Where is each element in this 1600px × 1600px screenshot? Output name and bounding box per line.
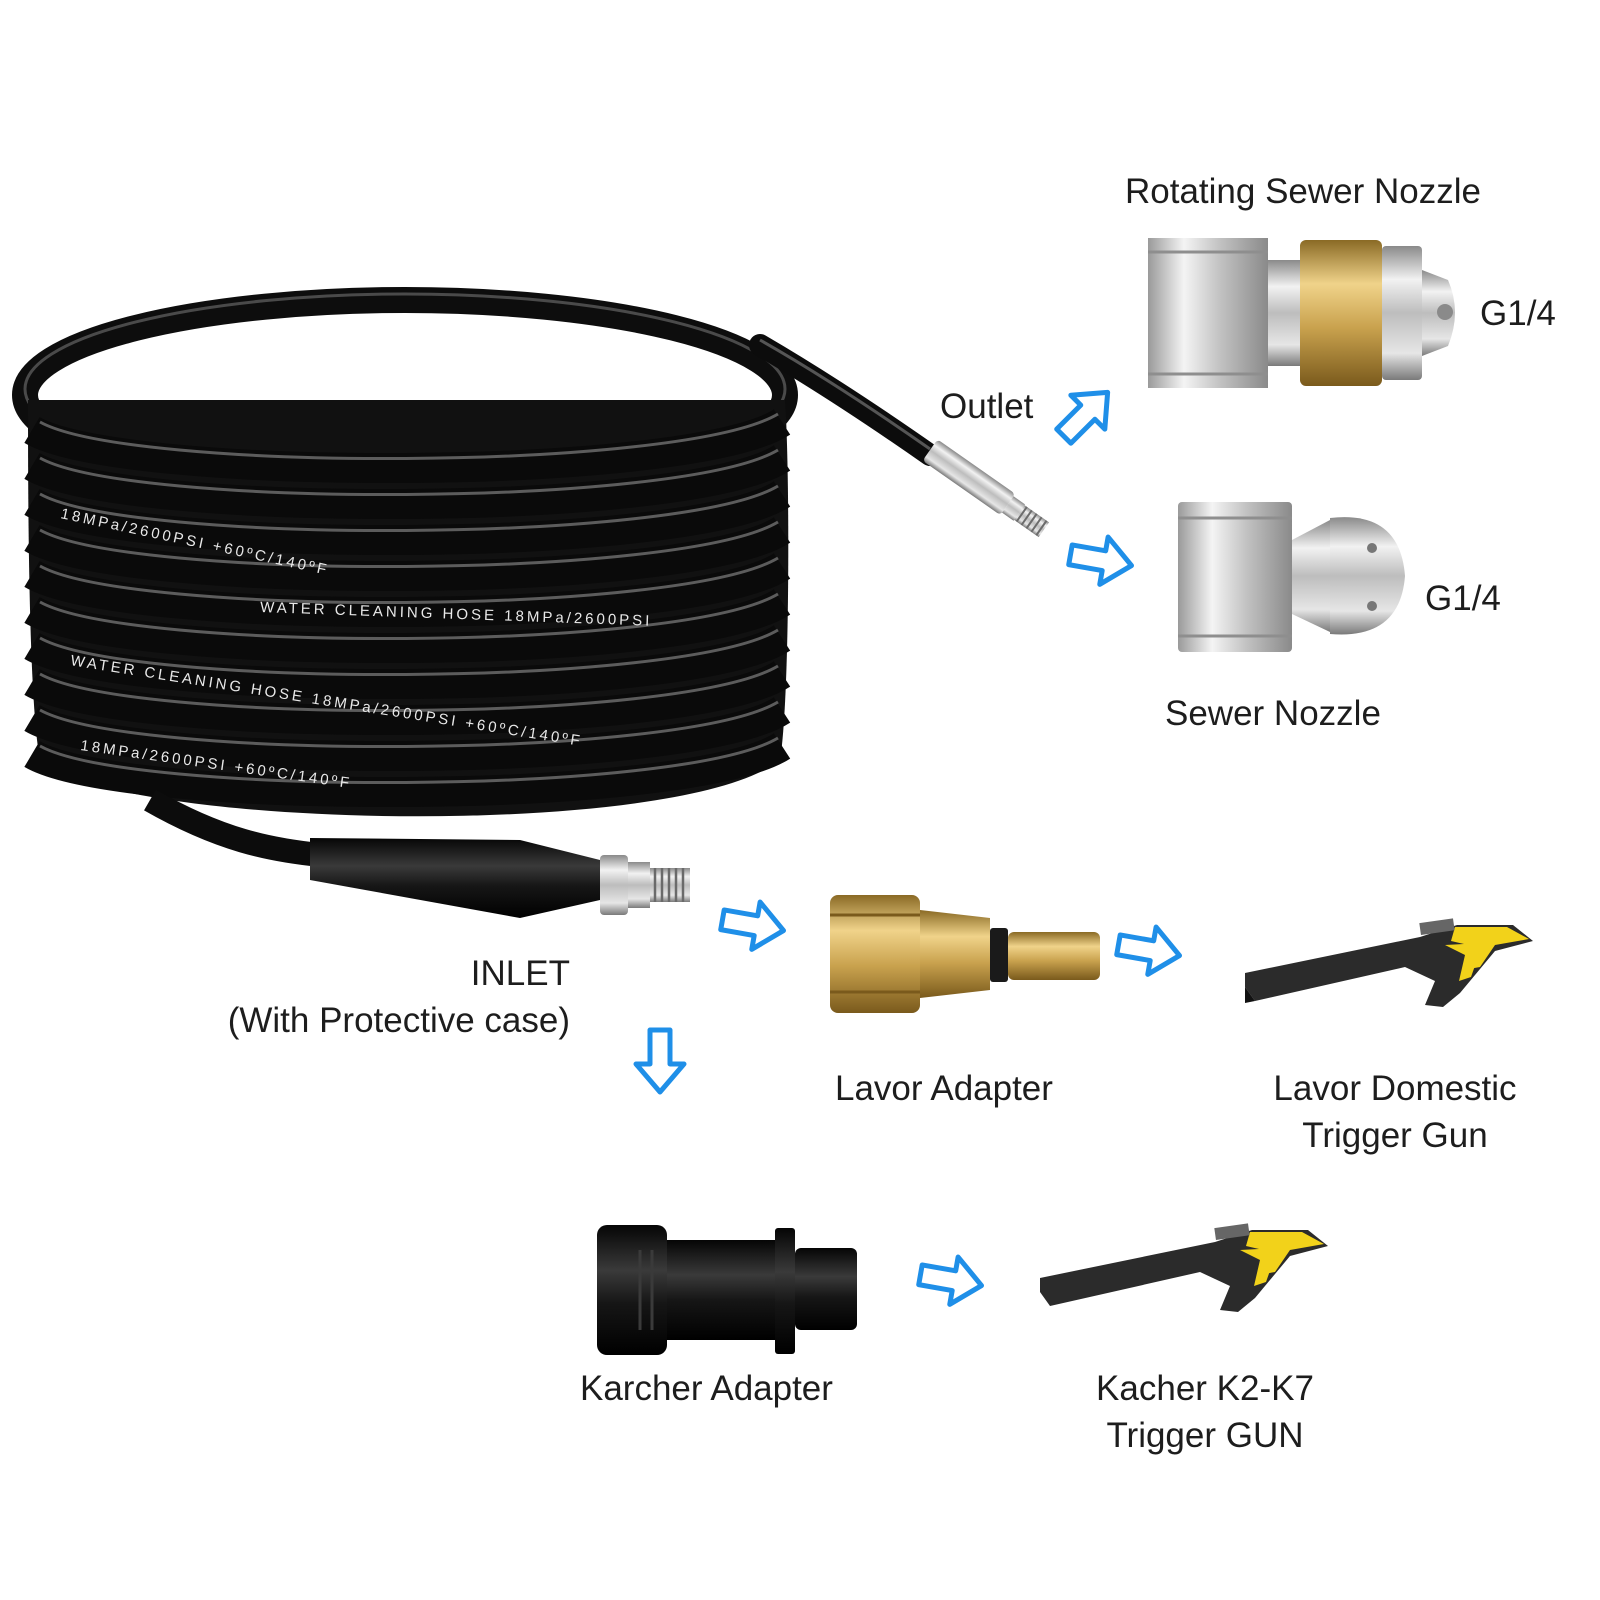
hose-coil-highlight [39,484,779,533]
g14-top-label: G1/4 [1480,294,1556,333]
hose-coil-highlight [39,448,779,497]
hose-coil-ring [24,444,791,520]
hose-coil-highlight [39,628,779,677]
hose-coil-ring [24,732,791,808]
rotating-sewer-nozzle-image [1148,238,1455,388]
hose-coil-highlight [39,736,779,785]
hose-coil-highlight [39,556,779,605]
inlet-label: INLET (With Protective case) [180,950,570,1045]
rotating-sewer-nozzle-label: Rotating Sewer Nozzle [1125,172,1481,211]
lavor-adapter-image [830,895,1100,1013]
inlet-hose-tail [144,789,690,918]
hose-coil-ring [24,480,791,556]
karcher-adapter-label: Karcher Adapter [580,1369,833,1408]
flow-arrow-icon [718,899,787,952]
outlet-label: Outlet [940,387,1034,426]
hose-coil-highlight [39,700,779,749]
flow-arrow-icon [1054,389,1111,446]
hose-coil-ring [24,408,791,484]
hose-coil-highlight [39,412,779,461]
hose-coil-ring [24,552,791,628]
hose-coil-ring [24,696,791,772]
hose-coil-ring [24,624,791,700]
kacher-gun-label-line1: Kacher K2-K7 [1096,1369,1314,1408]
hose-coil-ring [24,516,791,592]
inlet-label-line1: INLET [470,954,570,993]
lavor-gun-label: Lavor Domestic Trigger Gun [1245,1065,1545,1160]
flow-arrows [633,389,1183,1307]
lavor-adapter-label: Lavor Adapter [835,1069,1053,1108]
hose-coil: WATER CLEANING HOSE 18MPa/2600PSI WATER … [12,287,798,817]
hose-coil-highlight [39,664,779,713]
hose-coil-highlight [39,592,779,641]
inlet-label-line2: (With Protective case) [227,1001,570,1041]
sewer-nozzle-image [1178,502,1405,652]
hose-coil-highlight [39,520,779,569]
flow-arrow-icon [1066,534,1135,587]
hose-coil-ring [24,660,791,736]
lavor-trigger-gun-image [1245,918,1533,1007]
karcher-adapter-image [597,1225,857,1355]
flow-arrow-icon [633,1027,687,1095]
kacher-trigger-gun-image [1040,1223,1328,1312]
lavor-gun-label-line1: Lavor Domestic [1273,1069,1517,1108]
hose-coil-ring [24,588,791,664]
outlet-hose-tail [749,334,1050,538]
lavor-gun-label-line2: Trigger Gun [1302,1116,1488,1156]
g14-bottom-label: G1/4 [1425,579,1501,618]
sewer-nozzle-label: Sewer Nozzle [1165,694,1381,733]
flow-arrow-icon [1114,924,1183,977]
kacher-gun-label: Kacher K2-K7 Trigger GUN [1060,1365,1350,1460]
kacher-gun-label-line2: Trigger GUN [1106,1416,1304,1456]
flow-arrow-icon [916,1254,985,1307]
